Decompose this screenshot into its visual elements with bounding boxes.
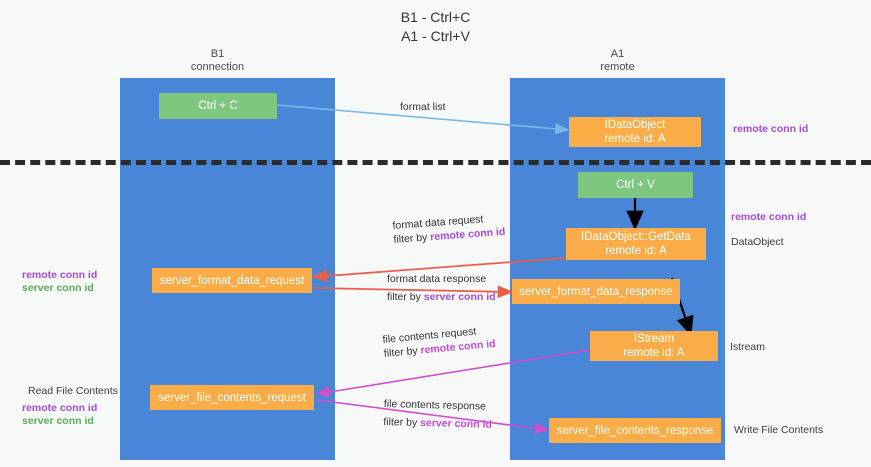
node-getdata-line1: IDataObject::GetData bbox=[581, 231, 691, 243]
filter-prefix: filter by bbox=[383, 344, 422, 360]
node-server-file-contents-request-line1: server_file_contents_request bbox=[158, 391, 306, 404]
annotation-left-server-conn-id: server conn id bbox=[22, 282, 94, 294]
node-server-file-contents-response[interactable]: server_file_contents_response bbox=[549, 418, 721, 443]
edge-label-format-data-request: format data request filter by remote con… bbox=[392, 211, 506, 247]
lane-header-b1: B1 connection bbox=[155, 48, 280, 74]
annotation-write-file-contents: Write File Contents bbox=[734, 424, 824, 436]
annotation-left-server-conn-id-2: server conn id bbox=[22, 415, 94, 427]
node-server-format-data-request[interactable]: server_format_data_request bbox=[152, 268, 312, 293]
node-getdata[interactable]: IDataObject::GetData remote id: A bbox=[566, 228, 706, 260]
edge-label-format-data-response-filter: filter by server conn id bbox=[387, 290, 496, 304]
annotation-istream: Istream bbox=[730, 341, 766, 353]
edge-label-file-contents-request: file contents request filter by remote c… bbox=[382, 323, 496, 361]
title-line-2: A1 - Ctrl+V bbox=[401, 28, 470, 44]
annotation-remote-conn-id-top: remote conn id bbox=[733, 123, 809, 135]
annotation-read-file-contents: Read File Contents bbox=[28, 385, 118, 397]
annotation-remote-conn-id-mid: remote conn id bbox=[731, 211, 807, 223]
lane-header-b1-line1: B1 bbox=[210, 48, 225, 60]
filter-prefix: filter by bbox=[383, 415, 421, 429]
node-server-format-data-response[interactable]: server_format_data_response bbox=[512, 279, 680, 304]
node-server-format-data-response-line1: server_format_data_response bbox=[519, 285, 673, 298]
filter-key: remote conn id bbox=[429, 225, 506, 244]
edge-label-format-data-response: format data response filter by server co… bbox=[387, 272, 496, 304]
filter-prefix: filter by bbox=[393, 231, 431, 246]
filter-key: server conn id bbox=[423, 291, 496, 303]
annotation-left-remote-conn-id-2: remote conn id bbox=[22, 402, 98, 414]
edge-label-format-data-response-text: format data response bbox=[387, 273, 487, 285]
filter-prefix: filter by bbox=[387, 291, 424, 303]
diagram-title: B1 - Ctrl+C A1 - Ctrl+V bbox=[0, 8, 871, 46]
node-server-file-contents-response-line1: server_file_contents_response bbox=[556, 424, 714, 437]
edge-label-file-contents-response-filter: filter by server conn id bbox=[383, 415, 492, 432]
node-ctrl-c[interactable]: Ctrl + C bbox=[159, 93, 277, 119]
edge-label-format-list: format list bbox=[400, 100, 446, 114]
filter-key: server conn id bbox=[419, 416, 493, 431]
node-ctrl-v-line1: Ctrl + V bbox=[616, 179, 655, 191]
lane-header-a1-line2: remote bbox=[600, 61, 635, 73]
node-istream-line1: IStream bbox=[633, 333, 675, 345]
node-idataobject-line1: IDataObject bbox=[604, 119, 666, 131]
section-divider bbox=[0, 160, 871, 165]
node-getdata-line2: remote id: A bbox=[605, 245, 667, 257]
lane-header-b1-line2: connection bbox=[190, 61, 245, 73]
node-server-format-data-request-line1: server_format_data_request bbox=[159, 274, 305, 287]
node-server-file-contents-request[interactable]: server_file_contents_request bbox=[150, 385, 314, 410]
edge-label-file-contents-response-text: file contents response bbox=[383, 397, 487, 413]
annotation-dataobject: DataObject bbox=[731, 236, 784, 248]
lane-header-a1-line1: A1 bbox=[610, 48, 625, 60]
node-ctrl-v[interactable]: Ctrl + V bbox=[578, 172, 693, 198]
annotation-left-remote-conn-id: remote conn id bbox=[22, 269, 98, 281]
node-ctrl-c-line1: Ctrl + C bbox=[198, 100, 238, 112]
node-istream[interactable]: IStream remote id: A bbox=[590, 331, 718, 361]
title-line-1: B1 - Ctrl+C bbox=[400, 9, 471, 25]
node-idataobject-line2: remote id: A bbox=[604, 133, 666, 145]
edge-label-file-contents-response: file contents response filter by server … bbox=[383, 397, 492, 432]
node-idataobject[interactable]: IDataObject remote id: A bbox=[569, 117, 701, 147]
node-istream-line2: remote id: A bbox=[623, 347, 685, 359]
lane-header-a1: A1 remote bbox=[555, 48, 680, 74]
edge-label-format-list-text: format list bbox=[400, 101, 446, 113]
